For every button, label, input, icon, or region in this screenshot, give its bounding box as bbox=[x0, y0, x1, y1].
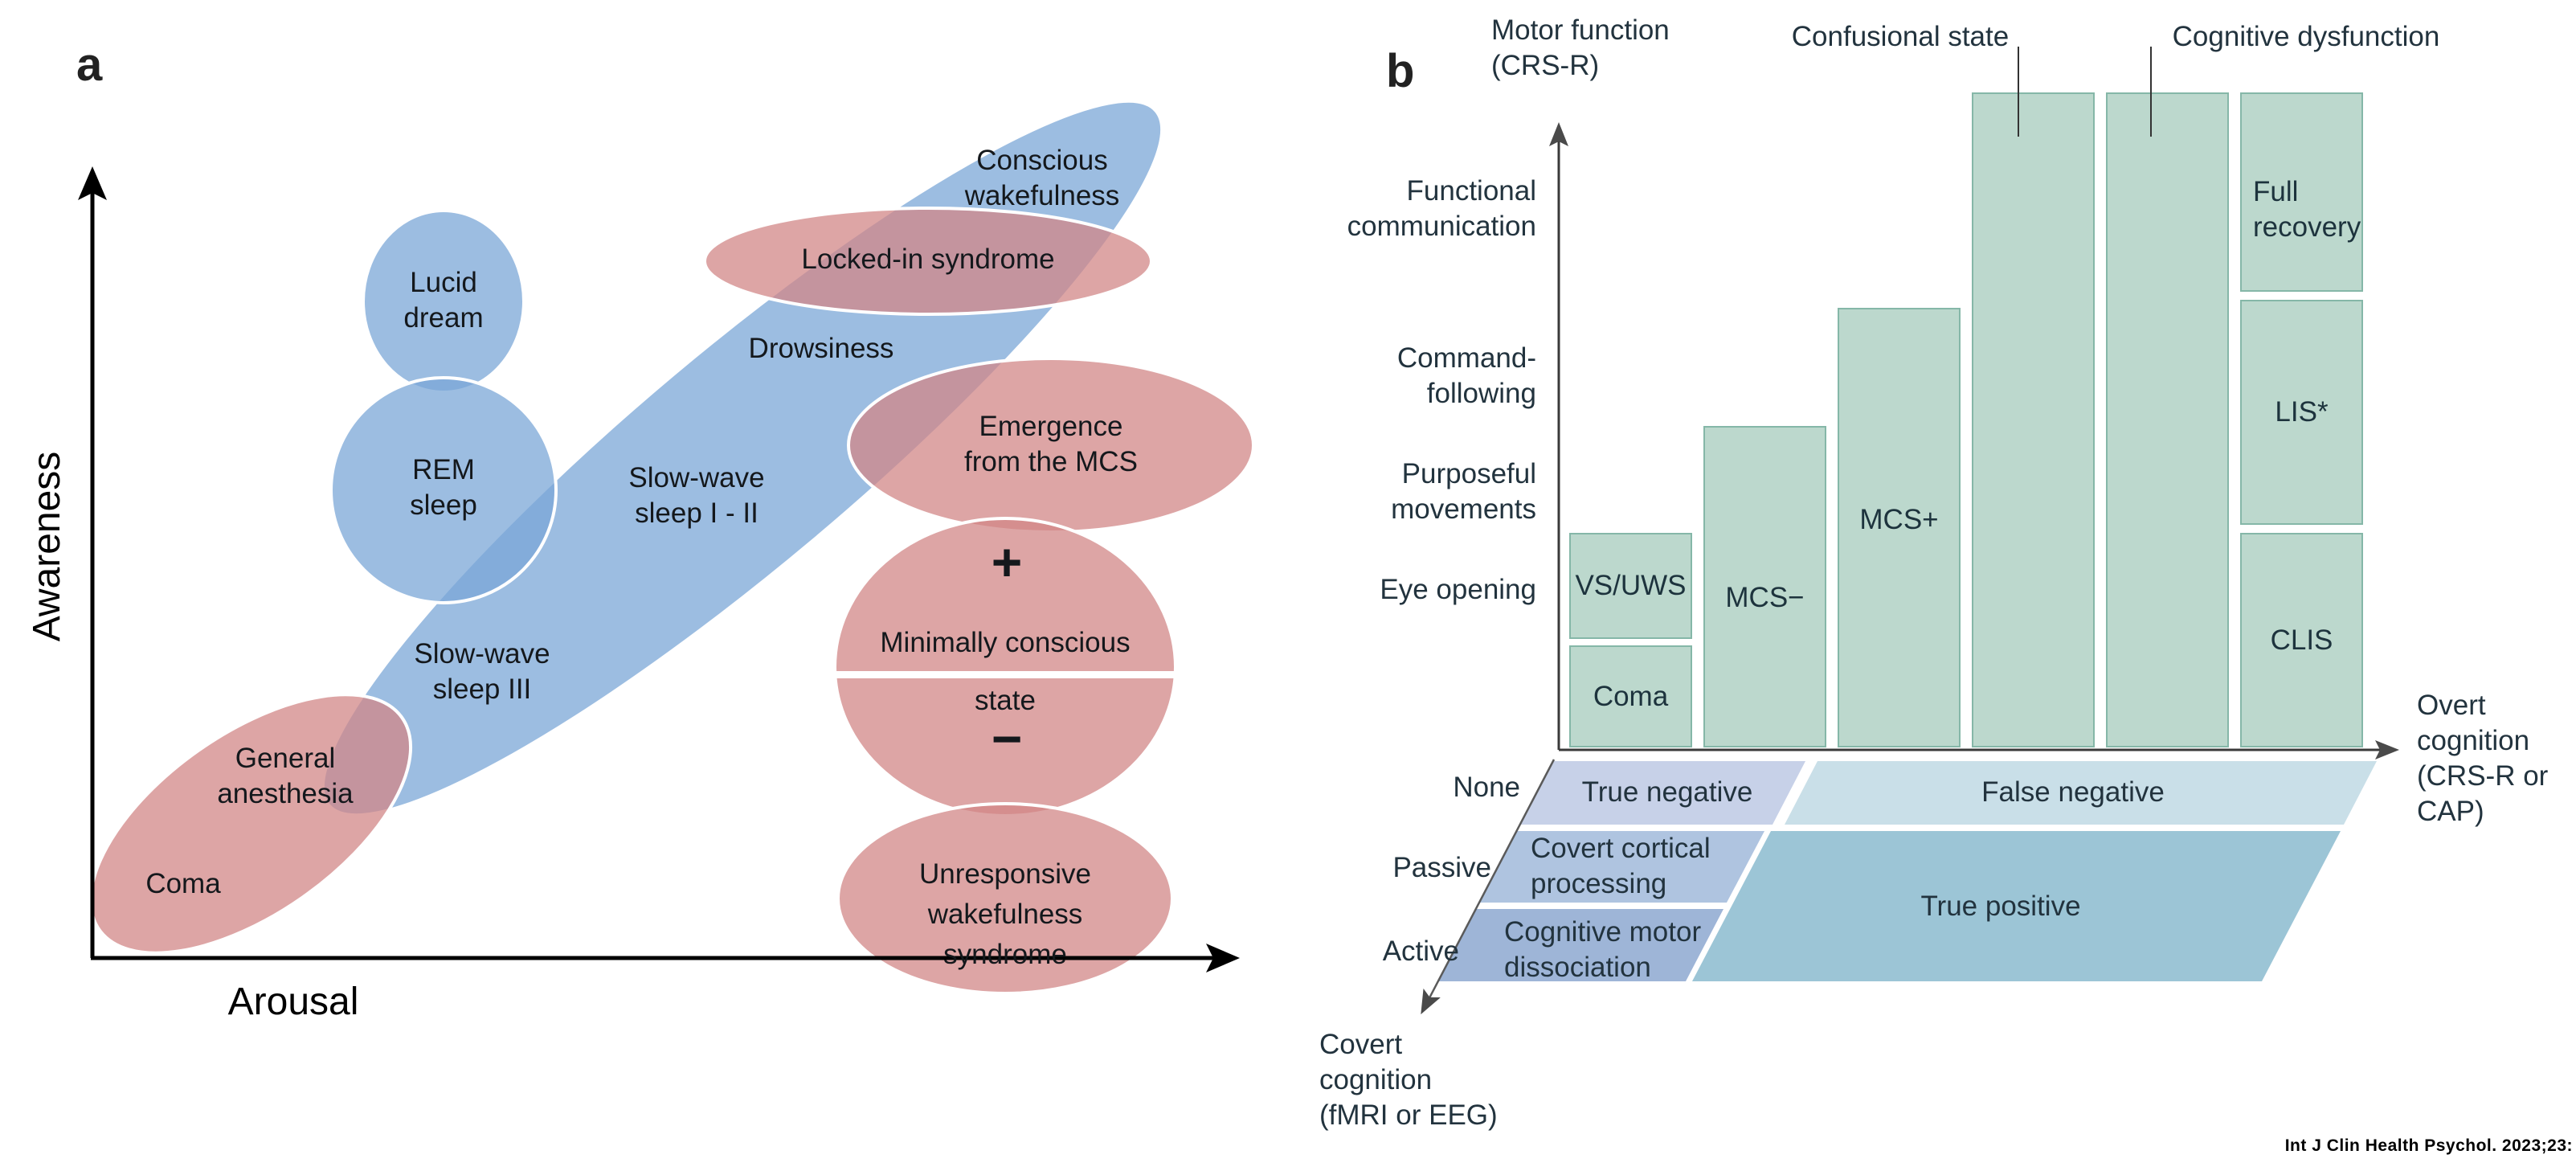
cmd-line1: Cognitive motor bbox=[1504, 916, 1702, 948]
covert-level-none: None bbox=[1453, 772, 1520, 803]
overt-line2: cognition bbox=[2417, 725, 2530, 756]
confusional-state-callout-line bbox=[2018, 47, 2019, 137]
covert-cortical-processing-label: Covert cortical processing bbox=[1531, 831, 1788, 902]
bar-cognitive-dysfunction bbox=[2106, 92, 2229, 747]
panel-b-letter: b bbox=[1386, 45, 1415, 97]
arousal-axis-label: Arousal bbox=[228, 981, 359, 1023]
uws-line1: Unresponsive bbox=[919, 858, 1091, 890]
covert-line1: Covert bbox=[1319, 1029, 1403, 1060]
command-line2: following bbox=[1426, 378, 1536, 409]
bar-lis: LIS* bbox=[2240, 300, 2363, 525]
lucid-dream-line1: Lucid bbox=[410, 267, 477, 298]
true-positive-label: True positive bbox=[1920, 891, 2081, 922]
sws12-line2: sleep I - II bbox=[635, 497, 758, 529]
bar-confusional-state bbox=[1972, 92, 2095, 747]
coma-label-panel-a: Coma bbox=[145, 868, 221, 899]
tick-functional-communication: Functional communication bbox=[1279, 174, 1536, 244]
false-negative-label: False negative bbox=[1981, 776, 2165, 808]
uws-label: Unresponsive wakefulness syndrome bbox=[844, 854, 1166, 975]
sws12-line1: Slow-wave bbox=[628, 462, 765, 493]
covert-line3: (fMRI or EEG) bbox=[1319, 1099, 1498, 1131]
journal-citation: Int J Clin Health Psychol. 2023;23: bbox=[2284, 1136, 2573, 1155]
covert-cognition-axis-title: Covert cognition (fMRI or EEG) bbox=[1319, 1027, 1560, 1133]
true-negative-label: True negative bbox=[1581, 776, 1753, 808]
rem-sleep-line1: REM bbox=[412, 454, 475, 485]
rem-sleep-label: REM sleep bbox=[343, 452, 544, 523]
general-anesthesia-line2: anesthesia bbox=[217, 778, 354, 809]
full-recovery-line2: recovery bbox=[2253, 211, 2361, 243]
tick-command-following: Command- following bbox=[1279, 341, 1536, 411]
overt-cognition-axis-title: Overt cognition (CRS-R or CAP) bbox=[2417, 688, 2576, 829]
bar-full-recovery: Full recovery bbox=[2240, 92, 2363, 292]
functional-line2: communication bbox=[1347, 211, 1536, 242]
command-line1: Command- bbox=[1396, 342, 1536, 374]
overt-line1: Overt bbox=[2417, 690, 2486, 721]
bar-vs-uws: VS/UWS bbox=[1569, 533, 1692, 639]
cognitive-dysfunction-callout-label: Cognitive dysfunction bbox=[2172, 21, 2440, 52]
panel-a-letter: a bbox=[76, 39, 103, 91]
lucid-dream-line2: dream bbox=[403, 302, 484, 334]
purposeful-line2: movements bbox=[1391, 493, 1536, 525]
slow-wave-sleep-3-label: Slow-wave sleep III bbox=[362, 637, 603, 707]
covert-level-active: Active bbox=[1382, 936, 1459, 967]
bar-mcs-minus: MCS− bbox=[1703, 426, 1826, 747]
ccp-line1: Covert cortical bbox=[1531, 833, 1711, 864]
cognitive-motor-dissociation-label: Cognitive motor dissociation bbox=[1504, 915, 1769, 985]
lucid-dream-label: Lucid dream bbox=[343, 265, 544, 336]
mcs-label-line1: Minimally conscious bbox=[880, 627, 1131, 658]
full-recovery-line1: Full bbox=[2253, 176, 2299, 207]
emergence-mcs-label: Emergence from the MCS bbox=[890, 409, 1212, 480]
locked-in-syndrome-label: Locked-in syndrome bbox=[715, 242, 1141, 277]
motor-function-axis-title: Motor function (CRS-R) bbox=[1491, 13, 1764, 84]
locked-in-line1: Locked-in syndrome bbox=[801, 244, 1055, 275]
sws3-line2: sleep III bbox=[432, 674, 532, 705]
functional-line1: Functional bbox=[1406, 175, 1536, 207]
bar-coma: Coma bbox=[1569, 645, 1692, 747]
conscious-wakefulness-label: Conscious wakefulness bbox=[881, 143, 1203, 214]
mcs-label-line2: state bbox=[975, 685, 1036, 716]
conscious-wakefulness-line1: Conscious bbox=[976, 145, 1108, 176]
overt-line4: CAP) bbox=[2417, 796, 2484, 827]
general-anesthesia-line1: General bbox=[235, 743, 336, 774]
uws-line2: wakefulness bbox=[927, 899, 1083, 930]
mcs-plus-sign: + bbox=[991, 532, 1023, 592]
mcs-minus-sign: − bbox=[991, 709, 1023, 768]
cognitive-dysfunction-callout-line bbox=[2150, 47, 2152, 137]
tick-eye-opening: Eye opening bbox=[1380, 574, 1536, 605]
mcs-divider-line bbox=[832, 671, 1178, 678]
purposeful-line1: Purposeful bbox=[1401, 458, 1536, 489]
uws-line3: syndrome bbox=[943, 939, 1067, 970]
awareness-axis-label: Awareness bbox=[26, 452, 68, 642]
cmd-line2: dissociation bbox=[1504, 952, 1651, 983]
motor-title-line1: Motor function bbox=[1491, 14, 1670, 46]
general-anesthesia-label: General anesthesia bbox=[165, 741, 406, 812]
emergence-line2: from the MCS bbox=[964, 446, 1138, 477]
covert-level-passive: Passive bbox=[1392, 852, 1491, 883]
motor-title-line2: (CRS-R) bbox=[1491, 50, 1600, 81]
bar-mcs-plus: MCS+ bbox=[1838, 308, 1961, 747]
sws3-line1: Slow-wave bbox=[414, 638, 550, 669]
bar-clis: CLIS bbox=[2240, 533, 2363, 747]
drowsiness-label: Drowsiness bbox=[701, 331, 942, 366]
overt-line3: (CRS-R or bbox=[2417, 760, 2549, 792]
conscious-wakefulness-line2: wakefulness bbox=[964, 180, 1120, 211]
rem-sleep-line2: sleep bbox=[410, 489, 477, 521]
emergence-line1: Emergence bbox=[979, 411, 1123, 442]
slow-wave-sleep-1-2-label: Slow-wave sleep I - II bbox=[536, 461, 857, 531]
ccp-line2: processing bbox=[1531, 868, 1667, 899]
covert-line2: cognition bbox=[1319, 1064, 1433, 1095]
confusional-state-callout-label: Confusional state bbox=[1791, 21, 2010, 52]
tick-purposeful-movements: Purposeful movements bbox=[1279, 457, 1536, 527]
drowsiness-line1: Drowsiness bbox=[748, 333, 894, 364]
